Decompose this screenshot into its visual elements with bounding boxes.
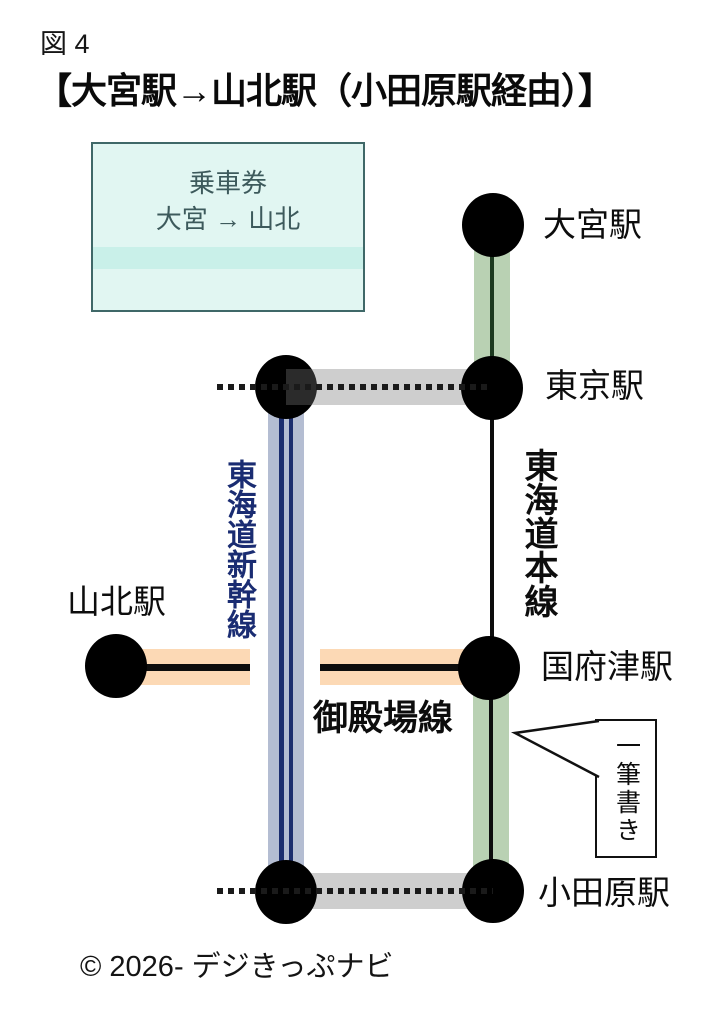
shinkansen-line-label: 東海道新幹線 [222,459,255,639]
odawara-station-label: 小田原駅 [538,874,670,911]
shinkansen-rail-left [279,387,284,892]
omiya-tokyo-center-line [490,225,494,388]
figure-number: 図 4 [40,29,90,59]
yamakita-station-label: 山北駅 [67,583,166,620]
omiya-station-node [462,193,524,257]
gotemba-center-line-west [116,664,250,671]
kozu-odawara-line [473,668,509,891]
transfer-dotted-line-bottom [217,888,493,894]
tokaido-main-line-label: 東海道本線 [519,448,557,618]
omiya-station-label: 大宮駅 [543,206,642,243]
copyright-text: © 2026- デジきっぷナビ [80,951,394,983]
ticket-card: 乗車券 大宮 → 山北 [91,142,365,312]
diagram-title: 【大宮駅→山北駅（小田原駅経由）】 [36,70,614,111]
kozu-station-node [458,636,520,700]
callout-tail [510,719,600,779]
yamakita-station-node [85,634,147,698]
kozu-station-label: 国府津駅 [541,648,673,685]
gotemba-center-line-east [320,664,489,671]
tokyo-station-label: 東京駅 [545,367,644,404]
tokaido-main-line [490,388,494,668]
hitofude-callout-box: 一筆書き [595,719,657,858]
shinkansen-rail-right [288,387,293,892]
shinkansen-line [268,387,304,892]
transfer-dotted-line-top [217,384,492,390]
ticket-route: 大宮 → 山北 [155,204,301,234]
ticket-type-label: 乗車券 [188,168,267,198]
gotemba-line-label: 御殿場線 [313,699,454,738]
kozu-odawara-center-line [489,668,493,891]
hitofude-callout-label: 一筆書き [612,732,641,845]
ticket-stripe [93,247,363,269]
